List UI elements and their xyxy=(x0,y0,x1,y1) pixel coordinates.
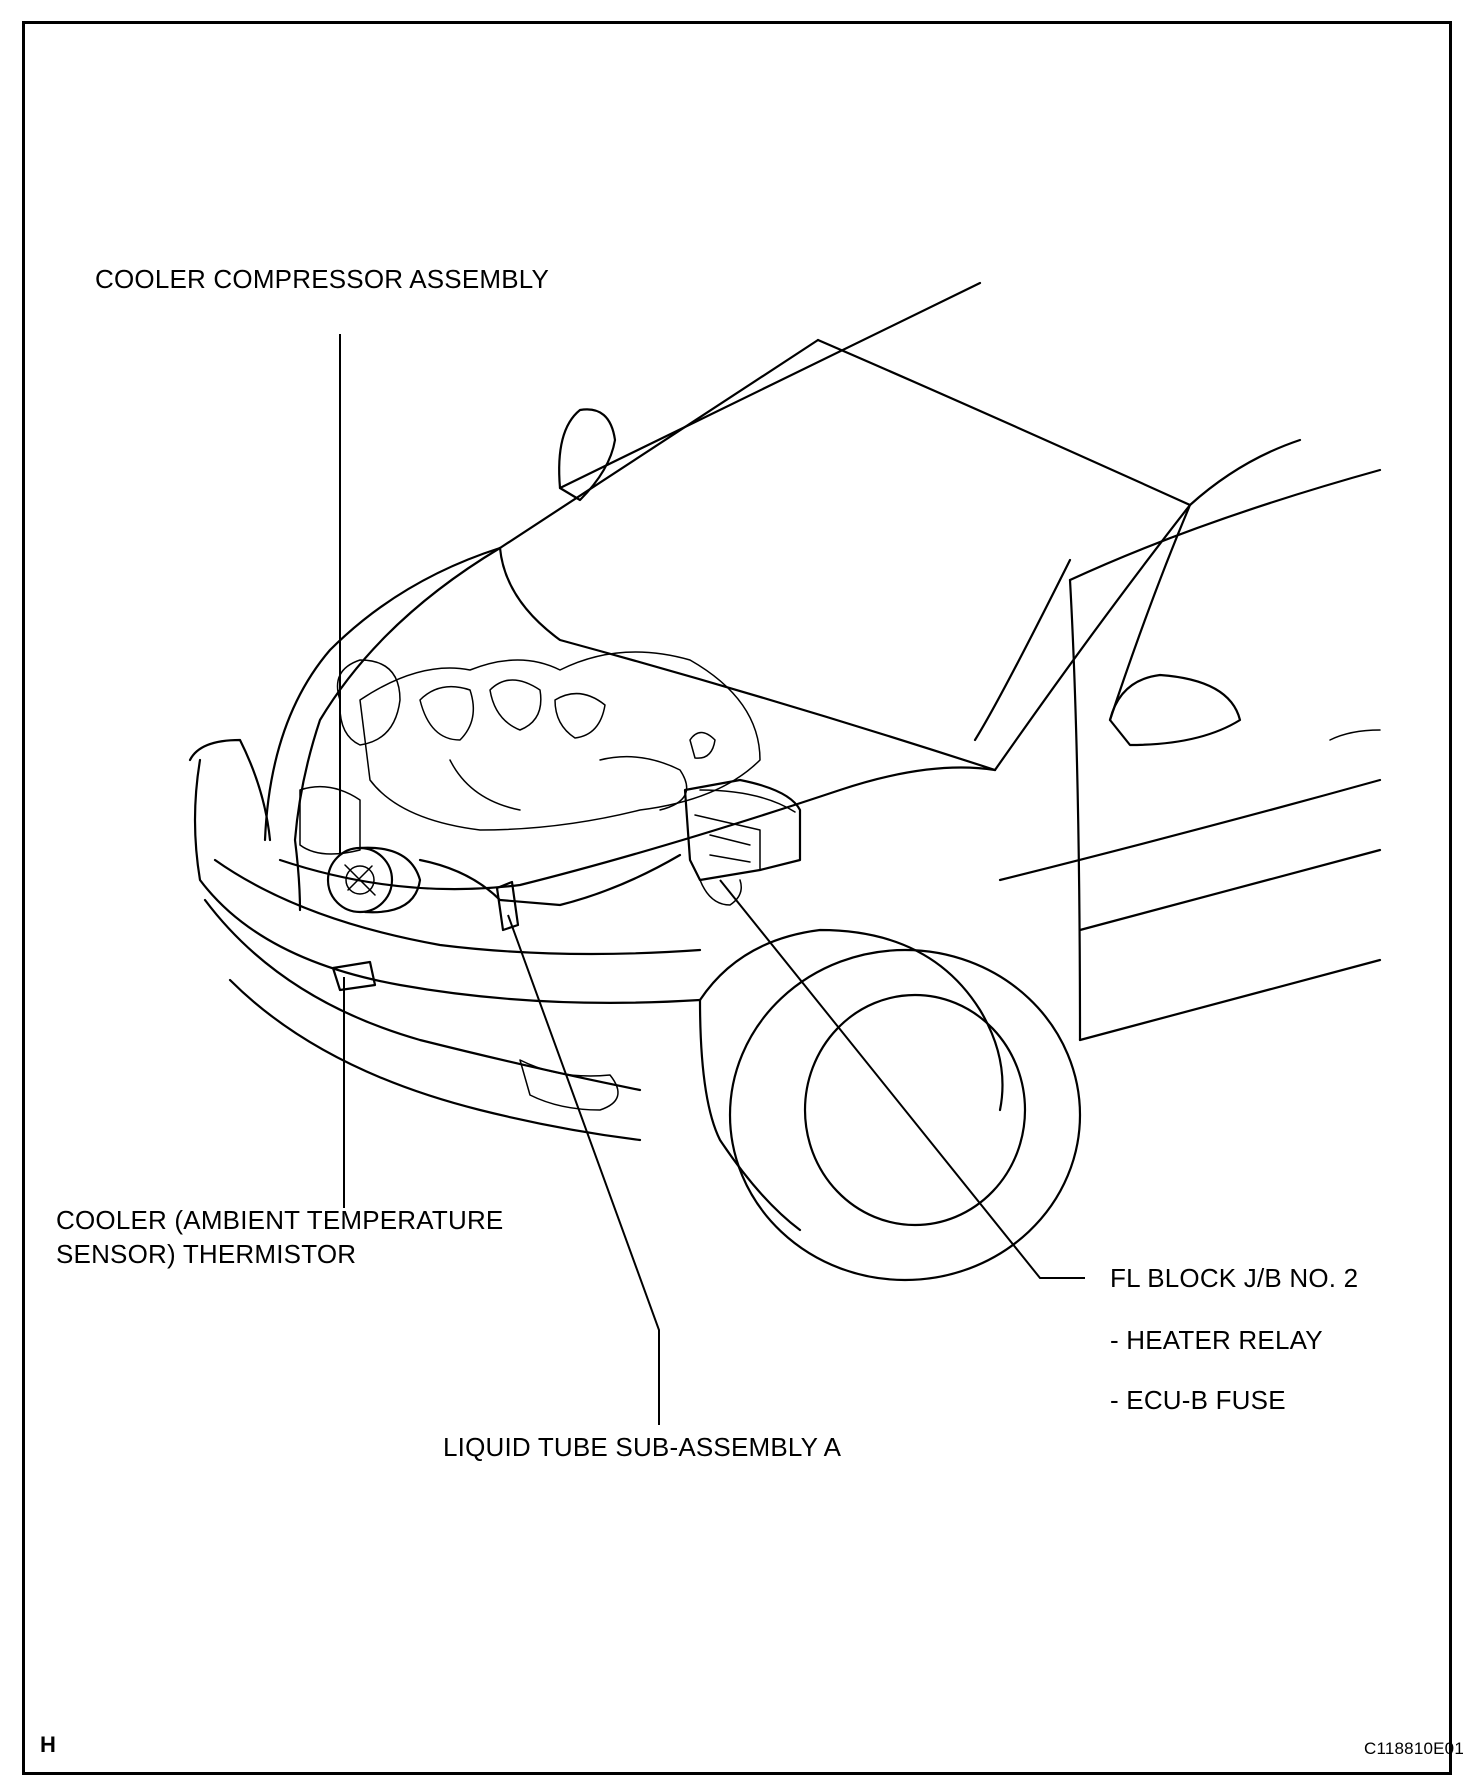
fl-block-leader xyxy=(719,879,1085,1279)
rocker-line xyxy=(1078,958,1382,1042)
battery-area xyxy=(299,785,361,855)
bumper-top xyxy=(193,758,702,1004)
beltline xyxy=(998,778,1382,882)
engine-block xyxy=(359,651,761,831)
fl-block-lid xyxy=(699,789,796,813)
roof-line xyxy=(558,281,982,490)
compressor-body xyxy=(358,846,422,914)
a-pillar-right xyxy=(1108,503,1192,722)
engine-bay-front xyxy=(278,766,997,891)
liquid-tube-fitting xyxy=(495,880,520,932)
front-wheel-rim xyxy=(803,993,1027,1227)
liquid-tube-leader xyxy=(507,914,660,1425)
thermistor-label-line2: SENSOR) THERMISTOR xyxy=(56,1239,357,1269)
engine-detail-2 xyxy=(449,759,521,811)
fl-block-bracket xyxy=(699,879,742,906)
compressor-label: COOLER COMPRESSOR ASSEMBLY xyxy=(95,264,550,294)
engine-bay-rim xyxy=(263,546,502,842)
intake-runner-1 xyxy=(489,679,542,731)
thermistor-body xyxy=(331,960,377,992)
fender-arch xyxy=(698,928,1004,1112)
headlight-left xyxy=(188,738,272,842)
compressor-hub xyxy=(345,865,375,895)
fl-block-detail xyxy=(694,814,761,871)
windshield-right-pillar xyxy=(1188,438,1302,507)
fog-area xyxy=(519,1059,619,1111)
figure-code: C118810E01 xyxy=(1364,1739,1464,1758)
compressor-fins xyxy=(344,864,376,896)
corner-letter: H xyxy=(40,1732,57,1757)
door-handle xyxy=(1329,729,1381,741)
door-front-edge xyxy=(1068,578,1082,1042)
radiator-cap xyxy=(689,731,716,759)
ecu-b-fuse-label: - ECU-B FUSE xyxy=(1110,1385,1286,1415)
fl-block-label: FL BLOCK J/B NO. 2 xyxy=(1110,1263,1359,1293)
front-tire xyxy=(728,948,1082,1282)
hood-front-edge xyxy=(498,546,997,772)
fender-lower xyxy=(698,998,802,1232)
air-cleaner xyxy=(336,659,401,746)
intake-runner-2 xyxy=(554,692,606,739)
intake-manifold xyxy=(419,685,475,741)
engine-detail-1 xyxy=(599,755,688,811)
thermistor-label-line1: COOLER (AMBIENT TEMPERATURE xyxy=(56,1205,504,1235)
door-top-line xyxy=(1068,468,1382,582)
grille-line xyxy=(213,858,702,956)
heater-relay-label: - HEATER RELAY xyxy=(1110,1325,1323,1355)
hood-outline xyxy=(498,338,820,550)
cowl-line xyxy=(973,558,1072,742)
bumper-bottom xyxy=(228,978,642,1142)
fl-block-box xyxy=(683,778,802,882)
windshield-top xyxy=(816,338,1192,507)
liquid-tube-pipe xyxy=(418,853,682,907)
liquid-tube-label: LIQUID TUBE SUB-ASSEMBLY A xyxy=(443,1432,842,1462)
hood-right-edge xyxy=(993,503,1192,772)
right-mirror xyxy=(1108,673,1242,747)
body-crease xyxy=(1078,848,1382,932)
left-mirror xyxy=(558,408,617,502)
engine-bay-left xyxy=(293,546,502,912)
bumper-lower xyxy=(203,898,642,1092)
